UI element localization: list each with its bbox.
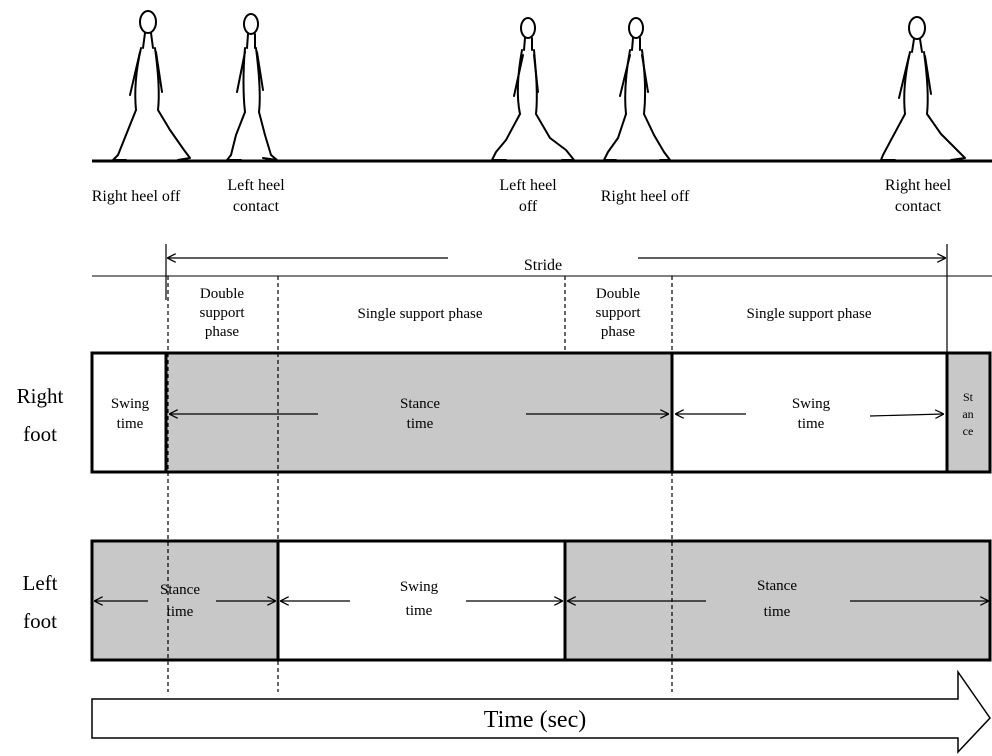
walker-figure-right-heel-off bbox=[112, 10, 191, 161]
phase-label-single-support-1: Single support phase bbox=[358, 306, 483, 322]
time-axis-label: Time (sec) bbox=[484, 707, 586, 733]
right-foot-bar-border bbox=[90, 351, 992, 474]
right-foot-bar bbox=[90, 351, 992, 474]
right-foot-swing-segment-2 bbox=[672, 353, 947, 472]
stride-marker: Stride bbox=[165, 244, 948, 352]
walker-figure-left-heel-contact bbox=[226, 13, 278, 161]
phase-guide-lines bbox=[167, 276, 673, 692]
event-label-right-heel-off: Right heel off bbox=[92, 188, 181, 205]
right-swing-arrow-right bbox=[869, 414, 943, 416]
right-foot-swing-segment-1 bbox=[92, 353, 166, 472]
walker-figure-right-heel-off-2 bbox=[603, 17, 671, 161]
stride-label: Stride bbox=[524, 257, 562, 274]
walker-figure-right-heel-contact bbox=[880, 16, 966, 161]
walker-figure-left-heel-off bbox=[491, 17, 575, 161]
time-axis: Time (sec) bbox=[91, 669, 991, 754]
event-label-right-heel-off-2: Right heel off bbox=[601, 188, 690, 205]
time-axis-arrow bbox=[91, 669, 991, 754]
walking-figures bbox=[112, 10, 966, 161]
phase-label-single-support-2: Single support phase bbox=[747, 306, 872, 322]
right-foot-stance-segment-2 bbox=[947, 353, 990, 472]
right-foot-stance-segment-1 bbox=[166, 353, 672, 472]
left-foot-bar-border bbox=[90, 539, 992, 662]
